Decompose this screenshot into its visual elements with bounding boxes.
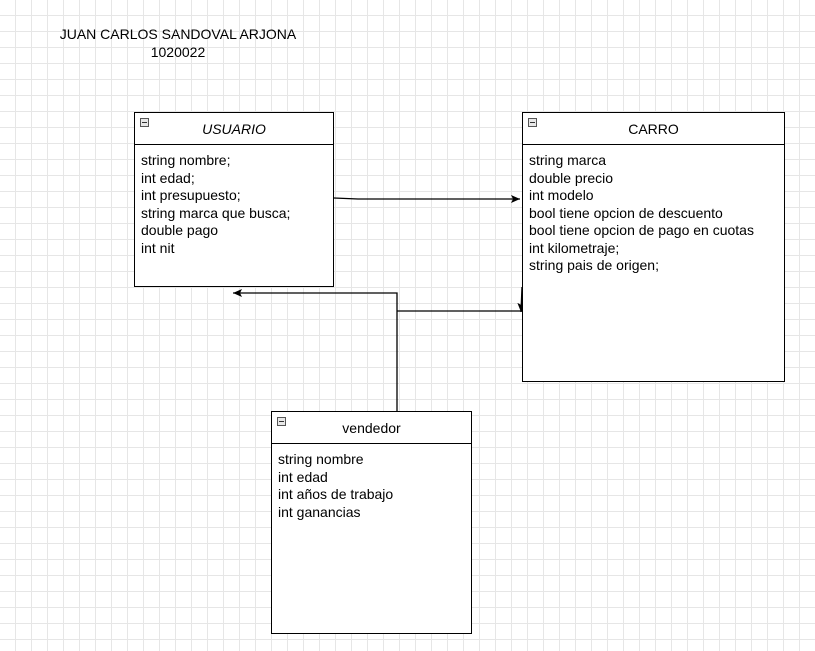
class-carro-name: CARRO <box>628 120 679 137</box>
class-vendedor-name: vendedor <box>342 419 401 436</box>
author-block: JUAN CARLOS SANDOVAL ARJONA 1020022 <box>48 25 308 61</box>
class-carro-attributes: string marca double precio int modelo bo… <box>523 145 784 275</box>
class-vendedor[interactable]: vendedor string nombre int edad int años… <box>271 411 472 634</box>
class-usuario-name: USUARIO <box>202 120 266 137</box>
class-usuario-attributes: string nombre; int edad; int presupuesto… <box>135 145 333 257</box>
class-vendedor-attributes: string nombre int edad int años de traba… <box>272 444 471 521</box>
connector-usuario-to-carro[interactable] <box>333 195 520 203</box>
connector-vendedor-to-usuario[interactable] <box>233 289 398 411</box>
attribute: bool tiene opcion de descuento <box>529 204 723 221</box>
attribute: double precio <box>529 169 614 186</box>
collapse-minus-icon[interactable] <box>140 118 149 127</box>
connector-vendedor-to-carro[interactable] <box>397 286 526 313</box>
class-usuario[interactable]: USUARIO string nombre; int edad; int pre… <box>134 112 334 287</box>
attribute: string marca que busca; <box>141 204 291 221</box>
attribute: bool tiene opcion de pago en cuotas <box>529 222 754 238</box>
class-usuario-header[interactable]: USUARIO <box>135 113 333 145</box>
attribute: int kilometraje; <box>529 239 620 256</box>
class-vendedor-header[interactable]: vendedor <box>272 412 471 444</box>
class-carro[interactable]: CARRO string marca double precio int mod… <box>522 112 785 382</box>
attribute: int presupuesto; <box>141 187 241 203</box>
attribute: string pais de origen; <box>529 257 659 273</box>
attribute: int edad <box>278 468 328 485</box>
attribute: string nombre; <box>141 152 231 168</box>
class-carro-header[interactable]: CARRO <box>523 113 784 145</box>
attribute: double pago <box>141 222 219 238</box>
attribute: int años de trabajo <box>278 486 394 502</box>
attribute: int ganancias <box>278 503 361 520</box>
author-id: 1020022 <box>150 44 206 60</box>
attribute: string marca <box>529 152 607 168</box>
author-name: JUAN CARLOS SANDOVAL ARJONA <box>59 26 297 42</box>
attribute: int nit <box>141 239 175 256</box>
attribute: int edad; <box>141 169 195 186</box>
attribute: string nombre <box>278 451 364 467</box>
attribute: int modelo <box>529 187 594 203</box>
collapse-minus-icon[interactable] <box>277 417 286 426</box>
collapse-minus-icon[interactable] <box>528 118 537 127</box>
